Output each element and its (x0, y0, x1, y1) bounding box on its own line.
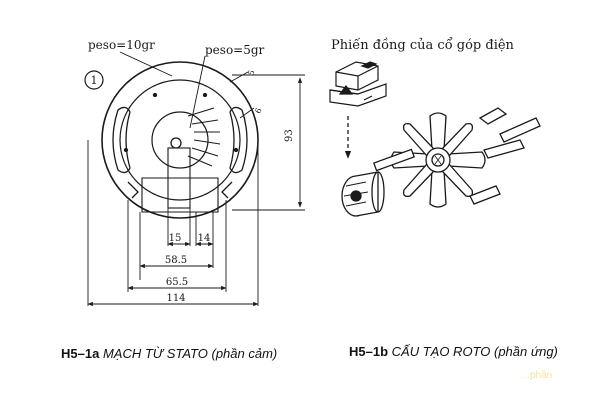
caption-b-id: H5–1b (349, 344, 389, 359)
caption-b-title: CẤU TẠO ROTO (391, 344, 491, 359)
dim-label-93: 93 (284, 129, 295, 142)
label-peso-10: peso=10gr (88, 38, 155, 52)
commutator-segment-label: Phiến đồng của cổ góp điện (331, 37, 515, 53)
caption-a-id: H5–1a (61, 346, 100, 361)
stator-dimensions (87, 51, 305, 307)
stator-notch-right (221, 181, 233, 199)
caption-a-title: MẠCH TỪ STATO (102, 346, 208, 361)
dim-label-65-5: 65.5 (166, 277, 188, 288)
shaft-hole (170, 137, 182, 149)
caption-figure-b: H5–1b CẤU TẠO ROTO (phần ứng) (349, 344, 558, 359)
label-peso-5: peso=5gr (205, 43, 265, 57)
dim-label-6: 6 (253, 107, 263, 115)
stator-notch-left (127, 181, 139, 199)
caption-b-sub: (phần ứng) (494, 344, 558, 359)
dim-label-5: 5 (246, 69, 256, 77)
leader-peso-10 (119, 51, 173, 77)
commutator-segment-drawing (329, 61, 387, 107)
dim-label-14: 14 (198, 233, 211, 244)
caption-figure-a: H5–1a MẠCH TỪ STATO (phần cảm) (61, 346, 277, 361)
rotor-star-drawing (373, 107, 541, 208)
stator-base (141, 177, 219, 213)
caption-a-sub: (phần cảm) (211, 346, 278, 361)
dim-label-58-5: 58.5 (165, 255, 187, 266)
stator-slot-left (112, 106, 131, 174)
stator-slot-right (229, 106, 248, 174)
rotor-bore (151, 111, 209, 169)
leader-peso-5 (189, 55, 206, 129)
dim-label-114: 114 (166, 293, 185, 304)
faint-watermark: …phần (520, 370, 553, 381)
commutator-cylinder (341, 171, 385, 217)
dim-label-15: 15 (169, 233, 182, 244)
figure-badge-number: 1 (91, 74, 98, 87)
stator-drawing (84, 61, 259, 219)
stator-inner-ring (119, 79, 241, 201)
figure-badge-circle (84, 70, 104, 90)
